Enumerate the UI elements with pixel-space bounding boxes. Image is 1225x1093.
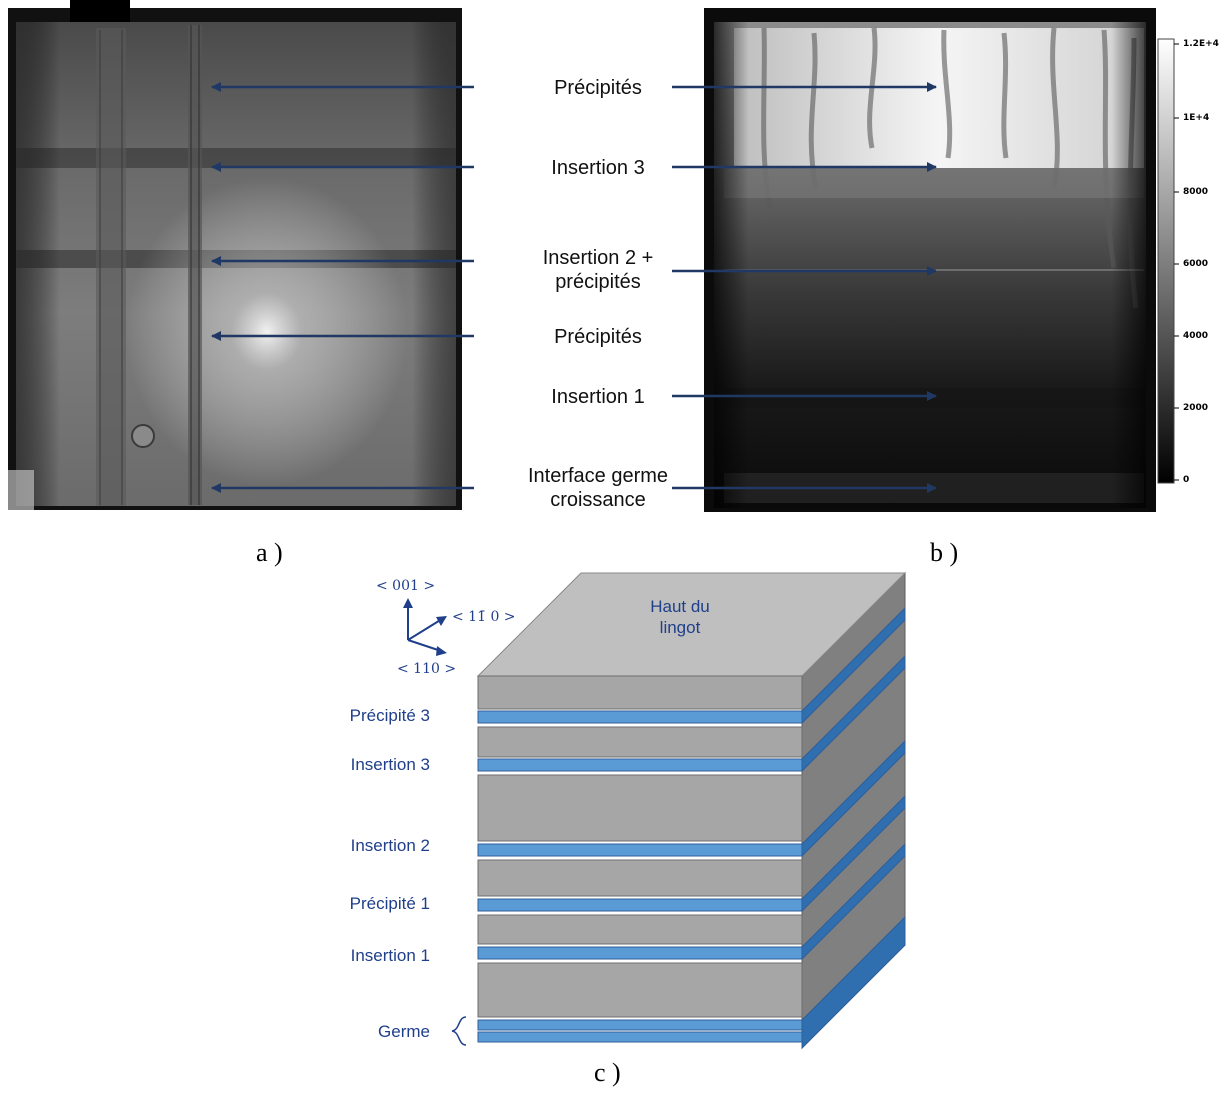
panel-a-image — [0, 0, 470, 515]
colorbar-tick: 0 — [1183, 475, 1190, 485]
blue-side — [801, 842, 906, 961]
gray-slab — [477, 962, 803, 1018]
blue-layer-germe — [477, 1031, 803, 1043]
gray-slab — [477, 914, 803, 945]
blue-side — [801, 654, 906, 773]
block-top-label: Haut du lingot — [620, 596, 740, 638]
blue-side — [801, 606, 906, 725]
colorbar-tick: 4000 — [1183, 331, 1209, 341]
annotation-insertion-3: Insertion 3 — [478, 156, 718, 180]
layer-label-precipite-1: Précipité 1 — [349, 894, 430, 913]
blue-layer-precipite-3 — [477, 710, 803, 724]
colorbar-tick: 6000 — [1183, 259, 1209, 269]
annotation-precipites-mid: Précipités — [478, 325, 718, 349]
annotation-line: Précipités — [554, 326, 642, 348]
axis-label-110: < 110 > — [397, 661, 457, 677]
annotation-line: Précipités — [554, 77, 642, 99]
blue-layer-insertion-2 — [477, 843, 803, 857]
block-top-label-line: lingot — [659, 618, 701, 637]
blue-layer-germe — [477, 1019, 803, 1031]
panel-letter-a: a ) — [256, 538, 283, 567]
gray-slab — [477, 859, 803, 897]
annotation-line: croissance — [550, 489, 646, 511]
blue-layer-insertion-3 — [477, 758, 803, 772]
annotation-line: Insertion 2 + — [542, 247, 654, 269]
annotation-insertion-1: Insertion 1 — [478, 385, 718, 409]
gray-slab — [477, 675, 803, 710]
annotation-line: Interface germe — [527, 465, 669, 487]
layer-label-germe: Germe — [378, 1022, 430, 1041]
blue-layer-precipite-1 — [477, 898, 803, 912]
germe-bracket — [451, 1016, 467, 1046]
panel-b-image — [704, 8, 1156, 512]
blue-side — [801, 915, 906, 1050]
panel-letter-c: c ) — [594, 1058, 621, 1087]
panel-letter-b: b ) — [930, 538, 959, 567]
annotation-line: Insertion 3 — [551, 157, 645, 179]
annotation-line: Insertion 1 — [551, 386, 645, 408]
blue-side — [801, 794, 906, 913]
colorbar-tick: 8000 — [1183, 187, 1209, 197]
colorbar-tick: 2000 — [1183, 403, 1209, 413]
blue-side — [801, 739, 906, 858]
colorbar-tick: 1.2E+4 — [1183, 39, 1219, 49]
annotation-insertion-2: Insertion 2 + précipités — [478, 246, 718, 294]
axis-arrow-110 — [407, 639, 442, 652]
annotation-precipites-top: Précipités — [478, 76, 718, 100]
axis-label-1-10: < 11̄ 0 > — [452, 609, 516, 625]
colorbar — [1157, 38, 1179, 484]
annotation-line: précipités — [555, 271, 641, 293]
axis-label-001: < 001 > — [376, 578, 436, 594]
block-top-label-line: Haut du — [650, 597, 710, 616]
axis-arrow-1-10 — [407, 618, 443, 641]
blue-layer-insertion-1 — [477, 946, 803, 960]
annotation-interface: Interface germe croissance — [478, 464, 718, 512]
layer-label-insertion-1: Insertion 1 — [350, 946, 430, 965]
layer-label-insertion-3: Insertion 3 — [350, 755, 430, 774]
layer-label-precipite-3: Précipité 3 — [349, 706, 430, 725]
layer-label-insertion-2: Insertion 2 — [350, 836, 430, 855]
gray-slab — [477, 774, 803, 842]
gray-slab — [477, 726, 803, 758]
colorbar-tick: 1E+4 — [1183, 113, 1210, 123]
